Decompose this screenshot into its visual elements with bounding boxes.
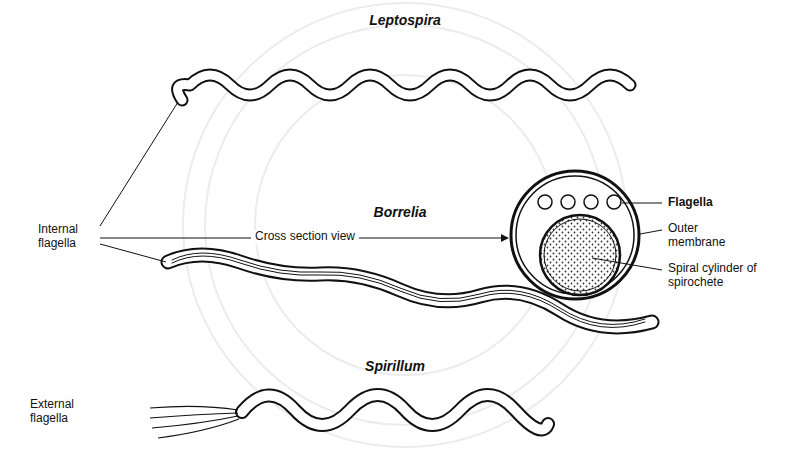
view-label: Cross section view xyxy=(251,230,359,244)
species-name: Leptospira xyxy=(369,12,441,28)
leptospira-cell xyxy=(178,75,631,100)
part-label: Internal flagella xyxy=(38,223,98,251)
part-label: Spiral cylinder of spirochete xyxy=(668,262,760,290)
species-name: Borrelia xyxy=(374,204,427,220)
leader-lines xyxy=(100,102,662,270)
cross-section xyxy=(511,171,639,299)
part-label: External flagella xyxy=(30,398,90,426)
species-name: Spirillum xyxy=(365,358,425,374)
spirillum-cell xyxy=(242,395,548,430)
part-label: Flagella xyxy=(668,196,713,210)
watermark-seal xyxy=(183,3,627,447)
part-label: Outer membrane xyxy=(668,222,730,250)
external-flagella-lines xyxy=(150,406,239,438)
